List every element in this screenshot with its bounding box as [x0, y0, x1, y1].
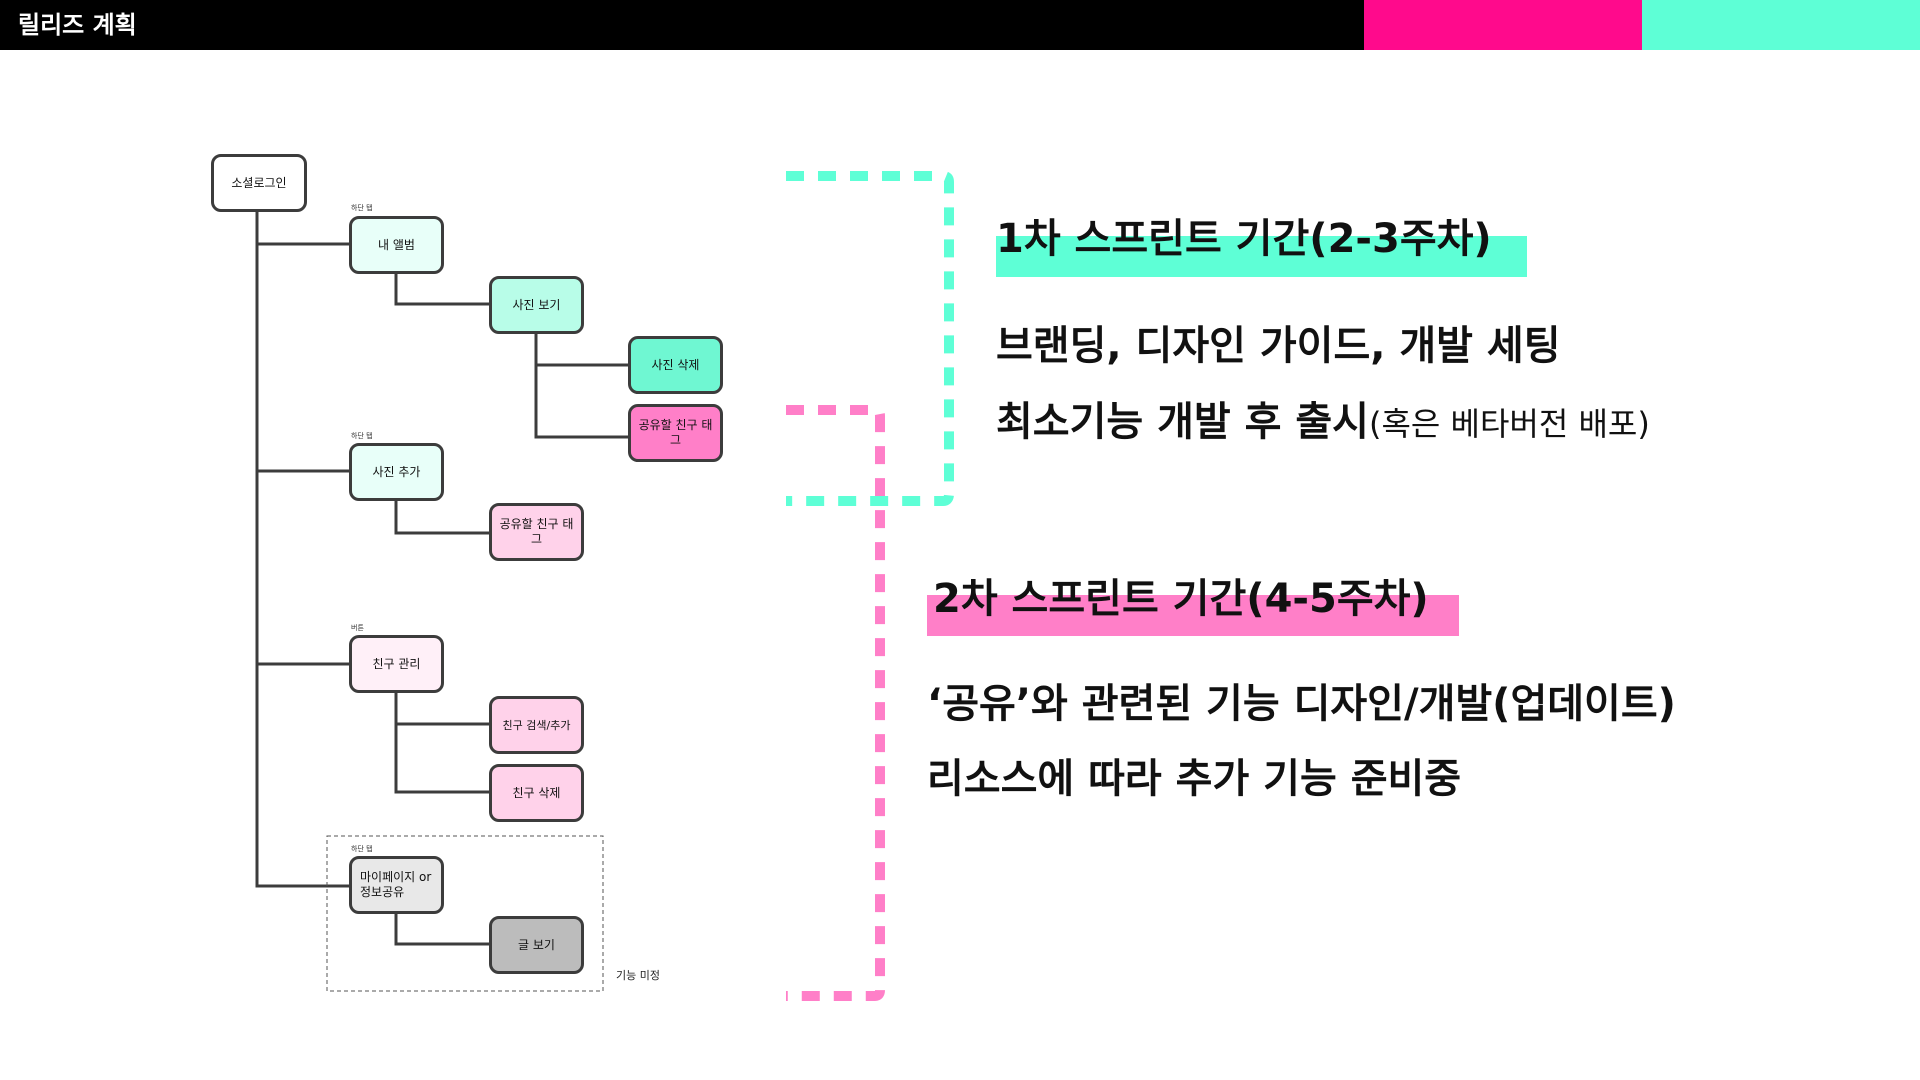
connector-root-trunk — [255, 212, 349, 888]
node-friend-delete: 친구 삭제 — [489, 764, 584, 822]
connector-mypage-post — [394, 912, 489, 946]
page-title: 릴리즈 계획 — [18, 11, 137, 39]
node-photo-view: 사진 보기 — [489, 276, 584, 334]
tag-button-friends: 버튼 — [351, 624, 364, 632]
sprint1-bracket — [786, 171, 954, 506]
sprint1-item-2-main: 최소기능 개발 후 출시 — [996, 399, 1369, 445]
node-friend-management: 친구 관리 — [349, 635, 444, 693]
sprint2-item-1: ‘공유’와 관련된 기능 디자인/개발(업데이트) — [927, 681, 1676, 727]
node-photo-delete: 사진 삭제 — [628, 336, 723, 394]
accent-mint-block — [1642, 0, 1920, 50]
tag-bottom-tab-photo-add: 하단 탭 — [351, 432, 373, 440]
sprint1-title-highlight — [996, 236, 1527, 277]
node-my-album: 내 앨범 — [349, 216, 444, 274]
connector-photo-view-branch — [534, 332, 628, 439]
node-social-login: 소셜로그인 — [211, 154, 307, 212]
connector-album-photo-view — [394, 272, 489, 306]
sprint2-item-2: 리소스에 따라 추가 기능 준비중 — [927, 756, 1462, 802]
sprint1-item-2: 최소기능 개발 후 출시(혹은 베타버전 배포) — [996, 397, 1650, 449]
tag-bottom-tab-mypage: 하단 탭 — [351, 845, 373, 853]
top-bar: 릴리즈 계획 — [0, 0, 1920, 50]
node-friend-search: 친구 검색/추가 — [489, 696, 584, 754]
connector-friends-branch — [394, 692, 489, 794]
connector-photo-add-share — [394, 500, 489, 535]
sprint2-title: 2차 스프린트 기간(4-5주차) — [933, 576, 1429, 622]
node-share-tag-2: 공유할 친구 태그 — [489, 503, 584, 561]
sprint1-item-2-note: (혹은 베타버전 배포) — [1368, 405, 1650, 443]
tree-connectors — [255, 212, 628, 946]
tag-bottom-tab-album: 하단 탭 — [351, 204, 373, 212]
node-share-tag-1: 공유할 친구 태그 — [628, 404, 723, 462]
accent-pink-block — [1364, 0, 1642, 50]
node-photo-add: 사진 추가 — [349, 443, 444, 501]
undecided-label: 기능 미정 — [616, 969, 660, 982]
sprint2-title-highlight — [927, 595, 1459, 636]
sprint1-title: 1차 스프린트 기간(2-3주차) — [996, 216, 1492, 262]
node-mypage: 마이페이지 or 정보공유 — [349, 856, 444, 914]
undecided-box — [326, 835, 604, 992]
sprint2-bracket — [786, 405, 885, 1001]
node-post-view: 글 보기 — [489, 916, 584, 974]
sprint1-item-1: 브랜딩, 디자인 가이드, 개발 세팅 — [996, 323, 1561, 369]
